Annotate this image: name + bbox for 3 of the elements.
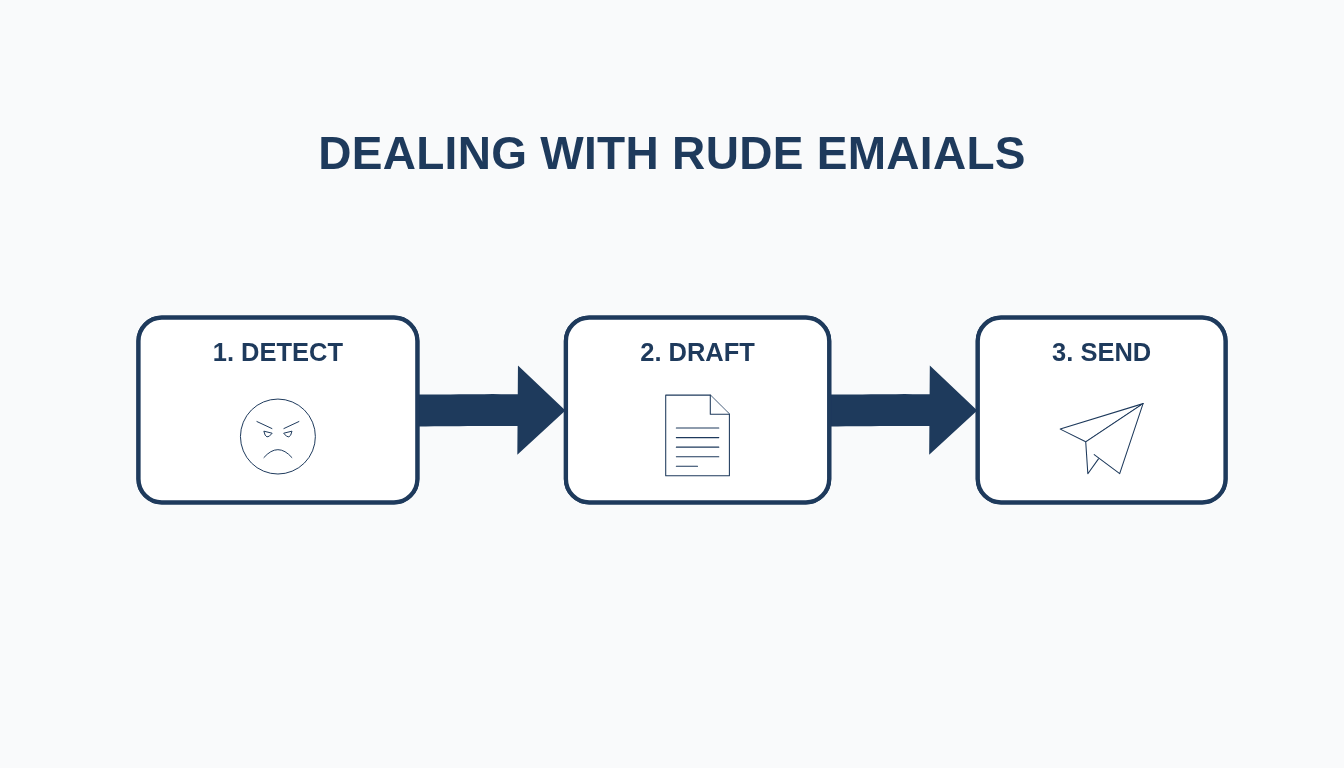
title: DEALING WITH RUDE EMAIALS bbox=[317, 126, 1027, 180]
arrow bbox=[417, 365, 566, 455]
arrow bbox=[829, 365, 978, 455]
